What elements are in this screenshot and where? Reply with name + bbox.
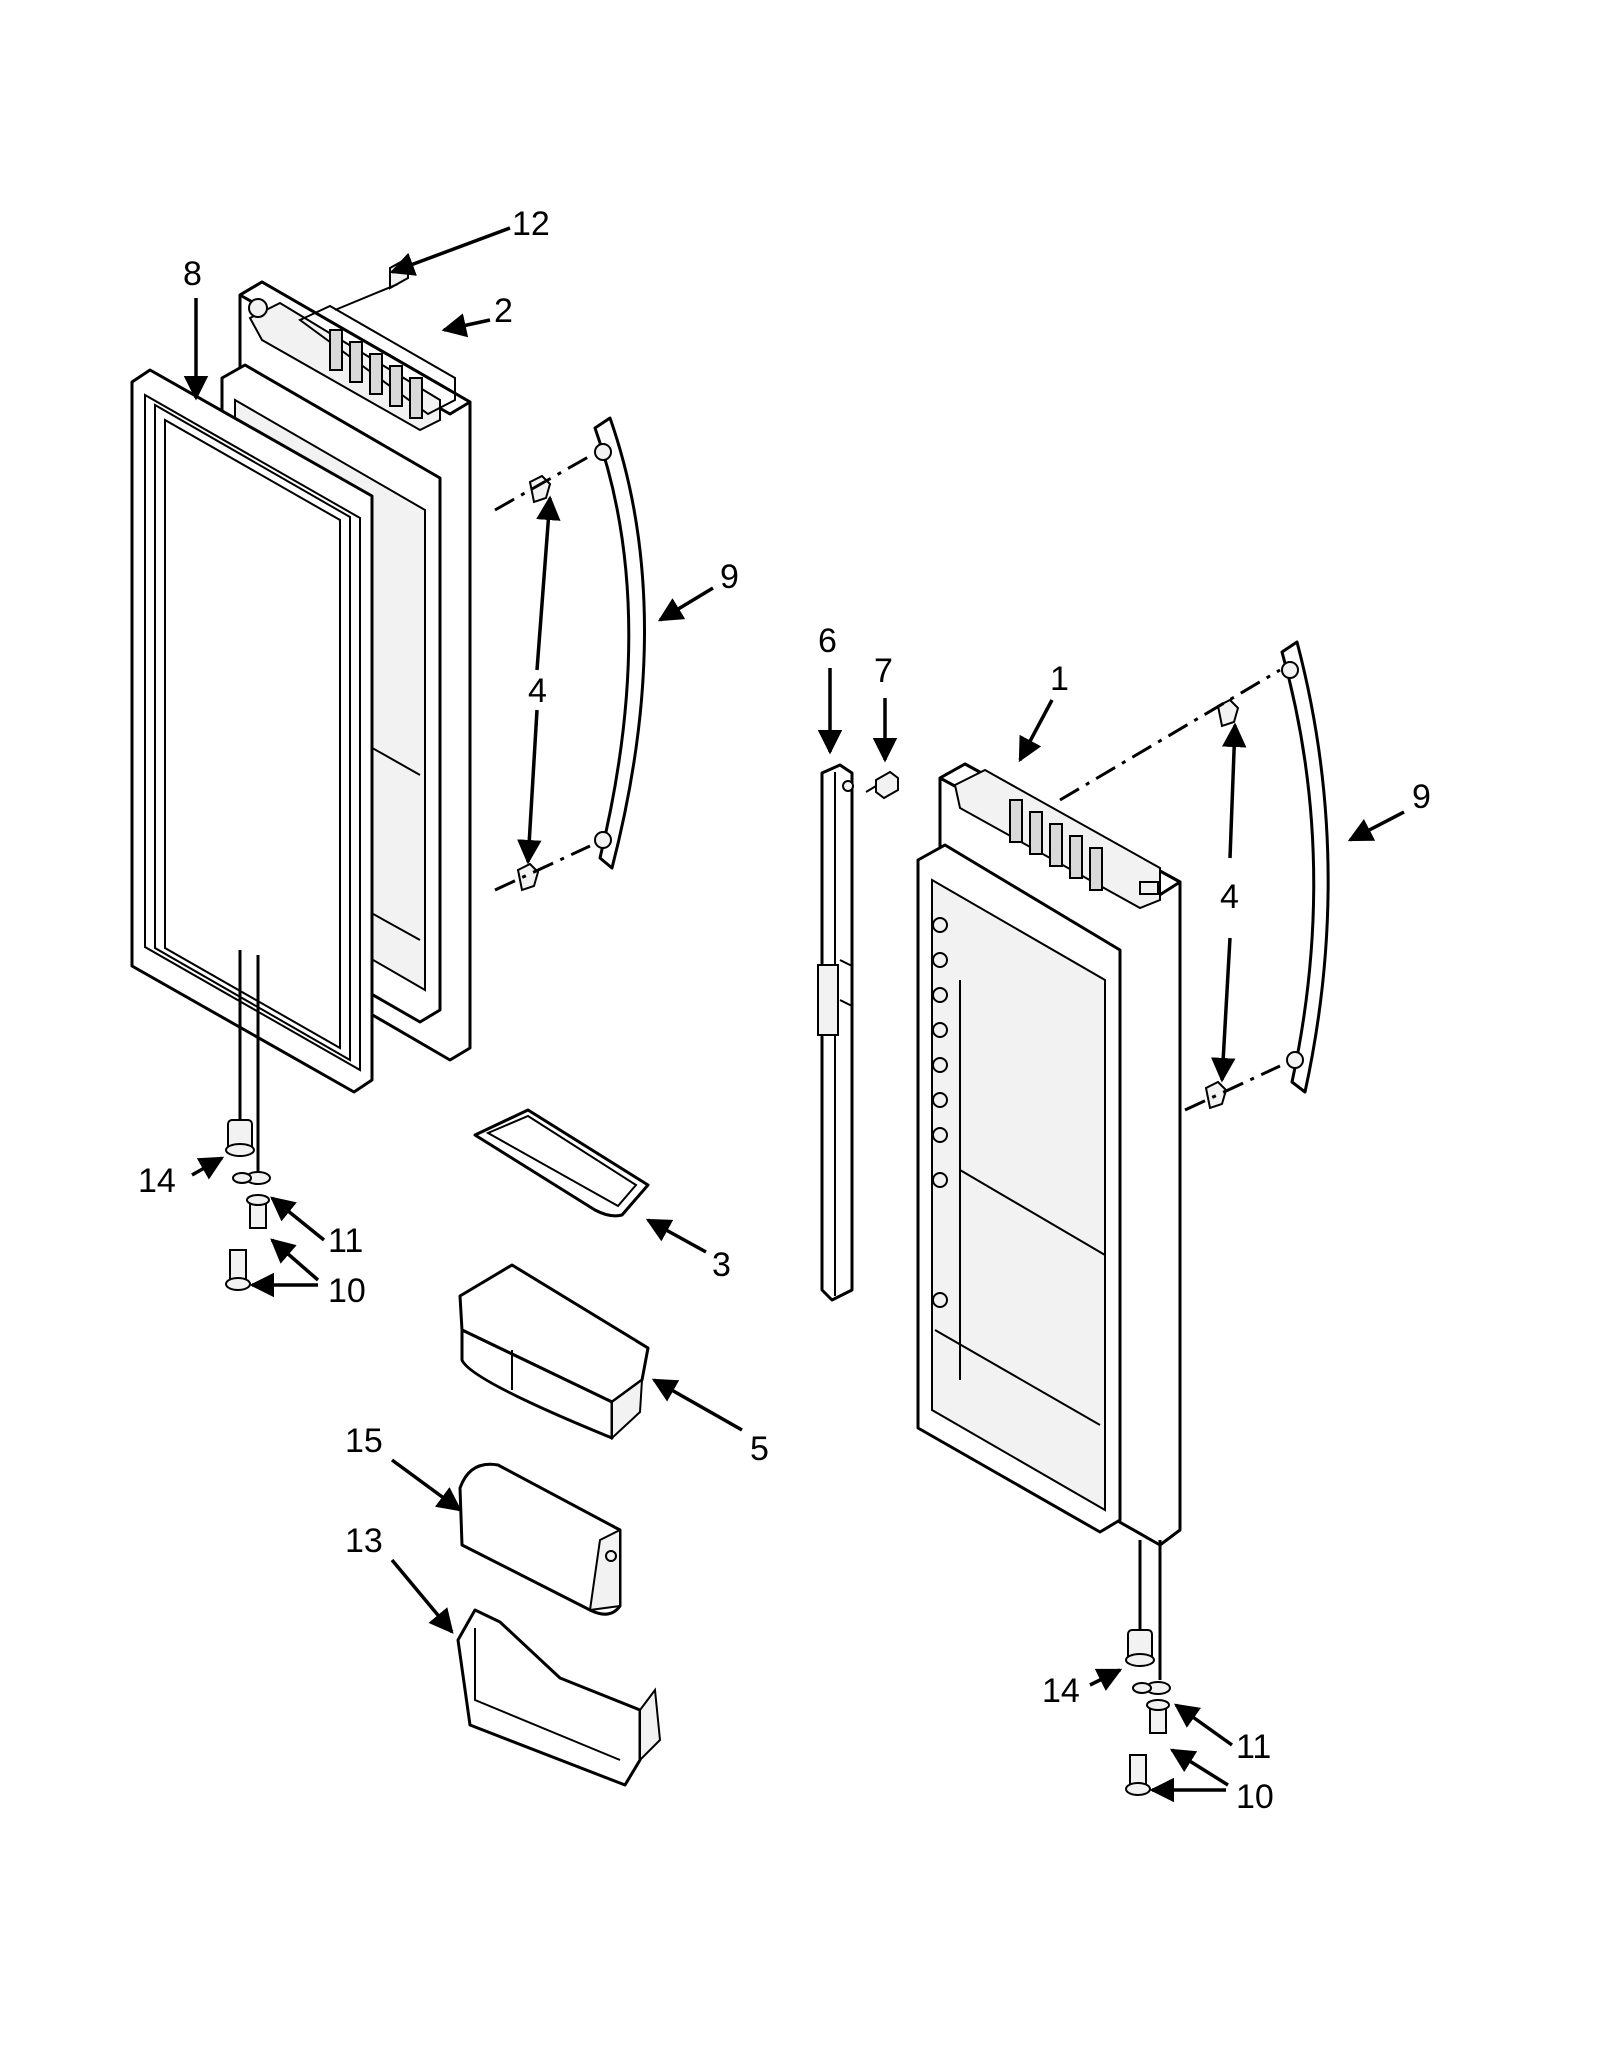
callout-9-left: 9 <box>720 558 739 596</box>
label-part-12 <box>334 256 409 311</box>
callout-10-right: 10 <box>1236 1778 1274 1816</box>
callout-14-left: 14 <box>138 1162 176 1200</box>
door-bin-cover-part-3 <box>473 1108 650 1218</box>
callout-11-left: 11 <box>328 1222 363 1260</box>
left-handle-part-9 <box>494 416 646 892</box>
right-door-vents <box>1009 799 1103 891</box>
callout-13: 13 <box>345 1522 383 1560</box>
callout-11-right: 11 <box>1236 1728 1271 1766</box>
callout-4-right: 4 <box>1220 878 1239 916</box>
right-handle-part-9 <box>1059 640 1330 1112</box>
callout-8: 8 <box>183 255 202 293</box>
door-bin-part-5 <box>458 1263 650 1441</box>
left-hinge-hardware <box>225 950 271 1291</box>
leader-arrows <box>183 226 1405 1803</box>
callout-15: 15 <box>345 1422 383 1460</box>
screw-part-7 <box>865 770 899 800</box>
callout-6: 6 <box>818 622 837 660</box>
callout-5: 5 <box>750 1430 769 1468</box>
right-door-shelf-pegs <box>932 917 948 1308</box>
callout-3: 3 <box>712 1246 731 1284</box>
callout-12: 12 <box>512 205 550 243</box>
callout-2: 2 <box>494 292 513 330</box>
callout-4-left: 4 <box>528 672 547 710</box>
bin-cover-part-15 <box>458 1462 622 1616</box>
callout-7: 7 <box>874 652 893 690</box>
callout-9-right: 9 <box>1412 778 1431 816</box>
door-bin-part-13 <box>456 1608 662 1787</box>
callout-labels: 12 8 2 9 4 6 7 1 9 4 14 11 10 3 5 15 13 … <box>138 205 1431 1816</box>
door-mullion-part-6 <box>817 763 854 1302</box>
right-hinge-hardware <box>1125 1540 1171 1796</box>
callout-1: 1 <box>1050 660 1069 698</box>
callout-14-right: 14 <box>1042 1672 1080 1710</box>
right-door-part-1 <box>916 762 1182 1547</box>
door-gasket-part-8 <box>130 368 374 1094</box>
left-door-vents <box>329 329 423 419</box>
callout-10-left: 10 <box>328 1272 366 1310</box>
